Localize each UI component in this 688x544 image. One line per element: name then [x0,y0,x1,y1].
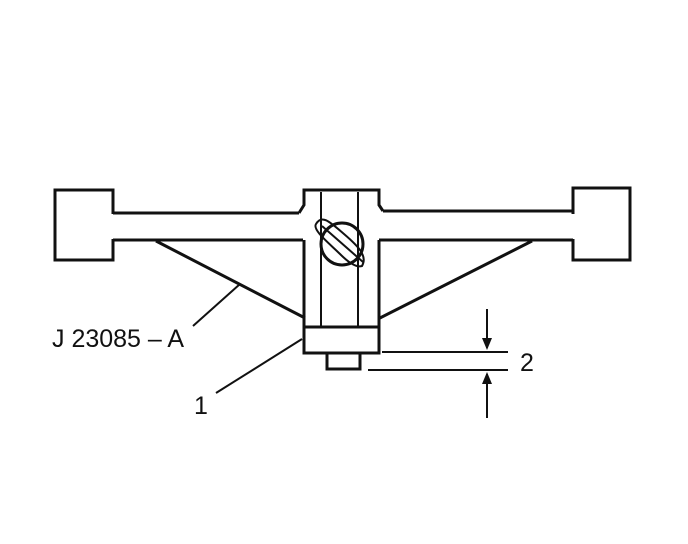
callout-2-label: 2 [520,349,534,377]
adapter-plate [302,325,381,355]
left-handle-block [53,188,115,262]
cross-pin-slot [321,225,364,263]
leader-callout-1 [215,338,303,394]
dimension-arrowhead-down [482,338,492,350]
dimension-arrowhead-up [482,372,492,384]
hub-top [297,188,385,214]
cross-pin-shaft [314,218,365,268]
cross-pin-head [319,221,365,267]
left-rib [155,239,306,320]
right-handle-block [571,186,632,262]
callout-1-label: 1 [194,392,208,420]
pilot-foot [325,353,362,371]
leader-tool [192,283,241,327]
right-rib [379,239,533,320]
tool-number-label: J 23085 – A [52,325,184,353]
